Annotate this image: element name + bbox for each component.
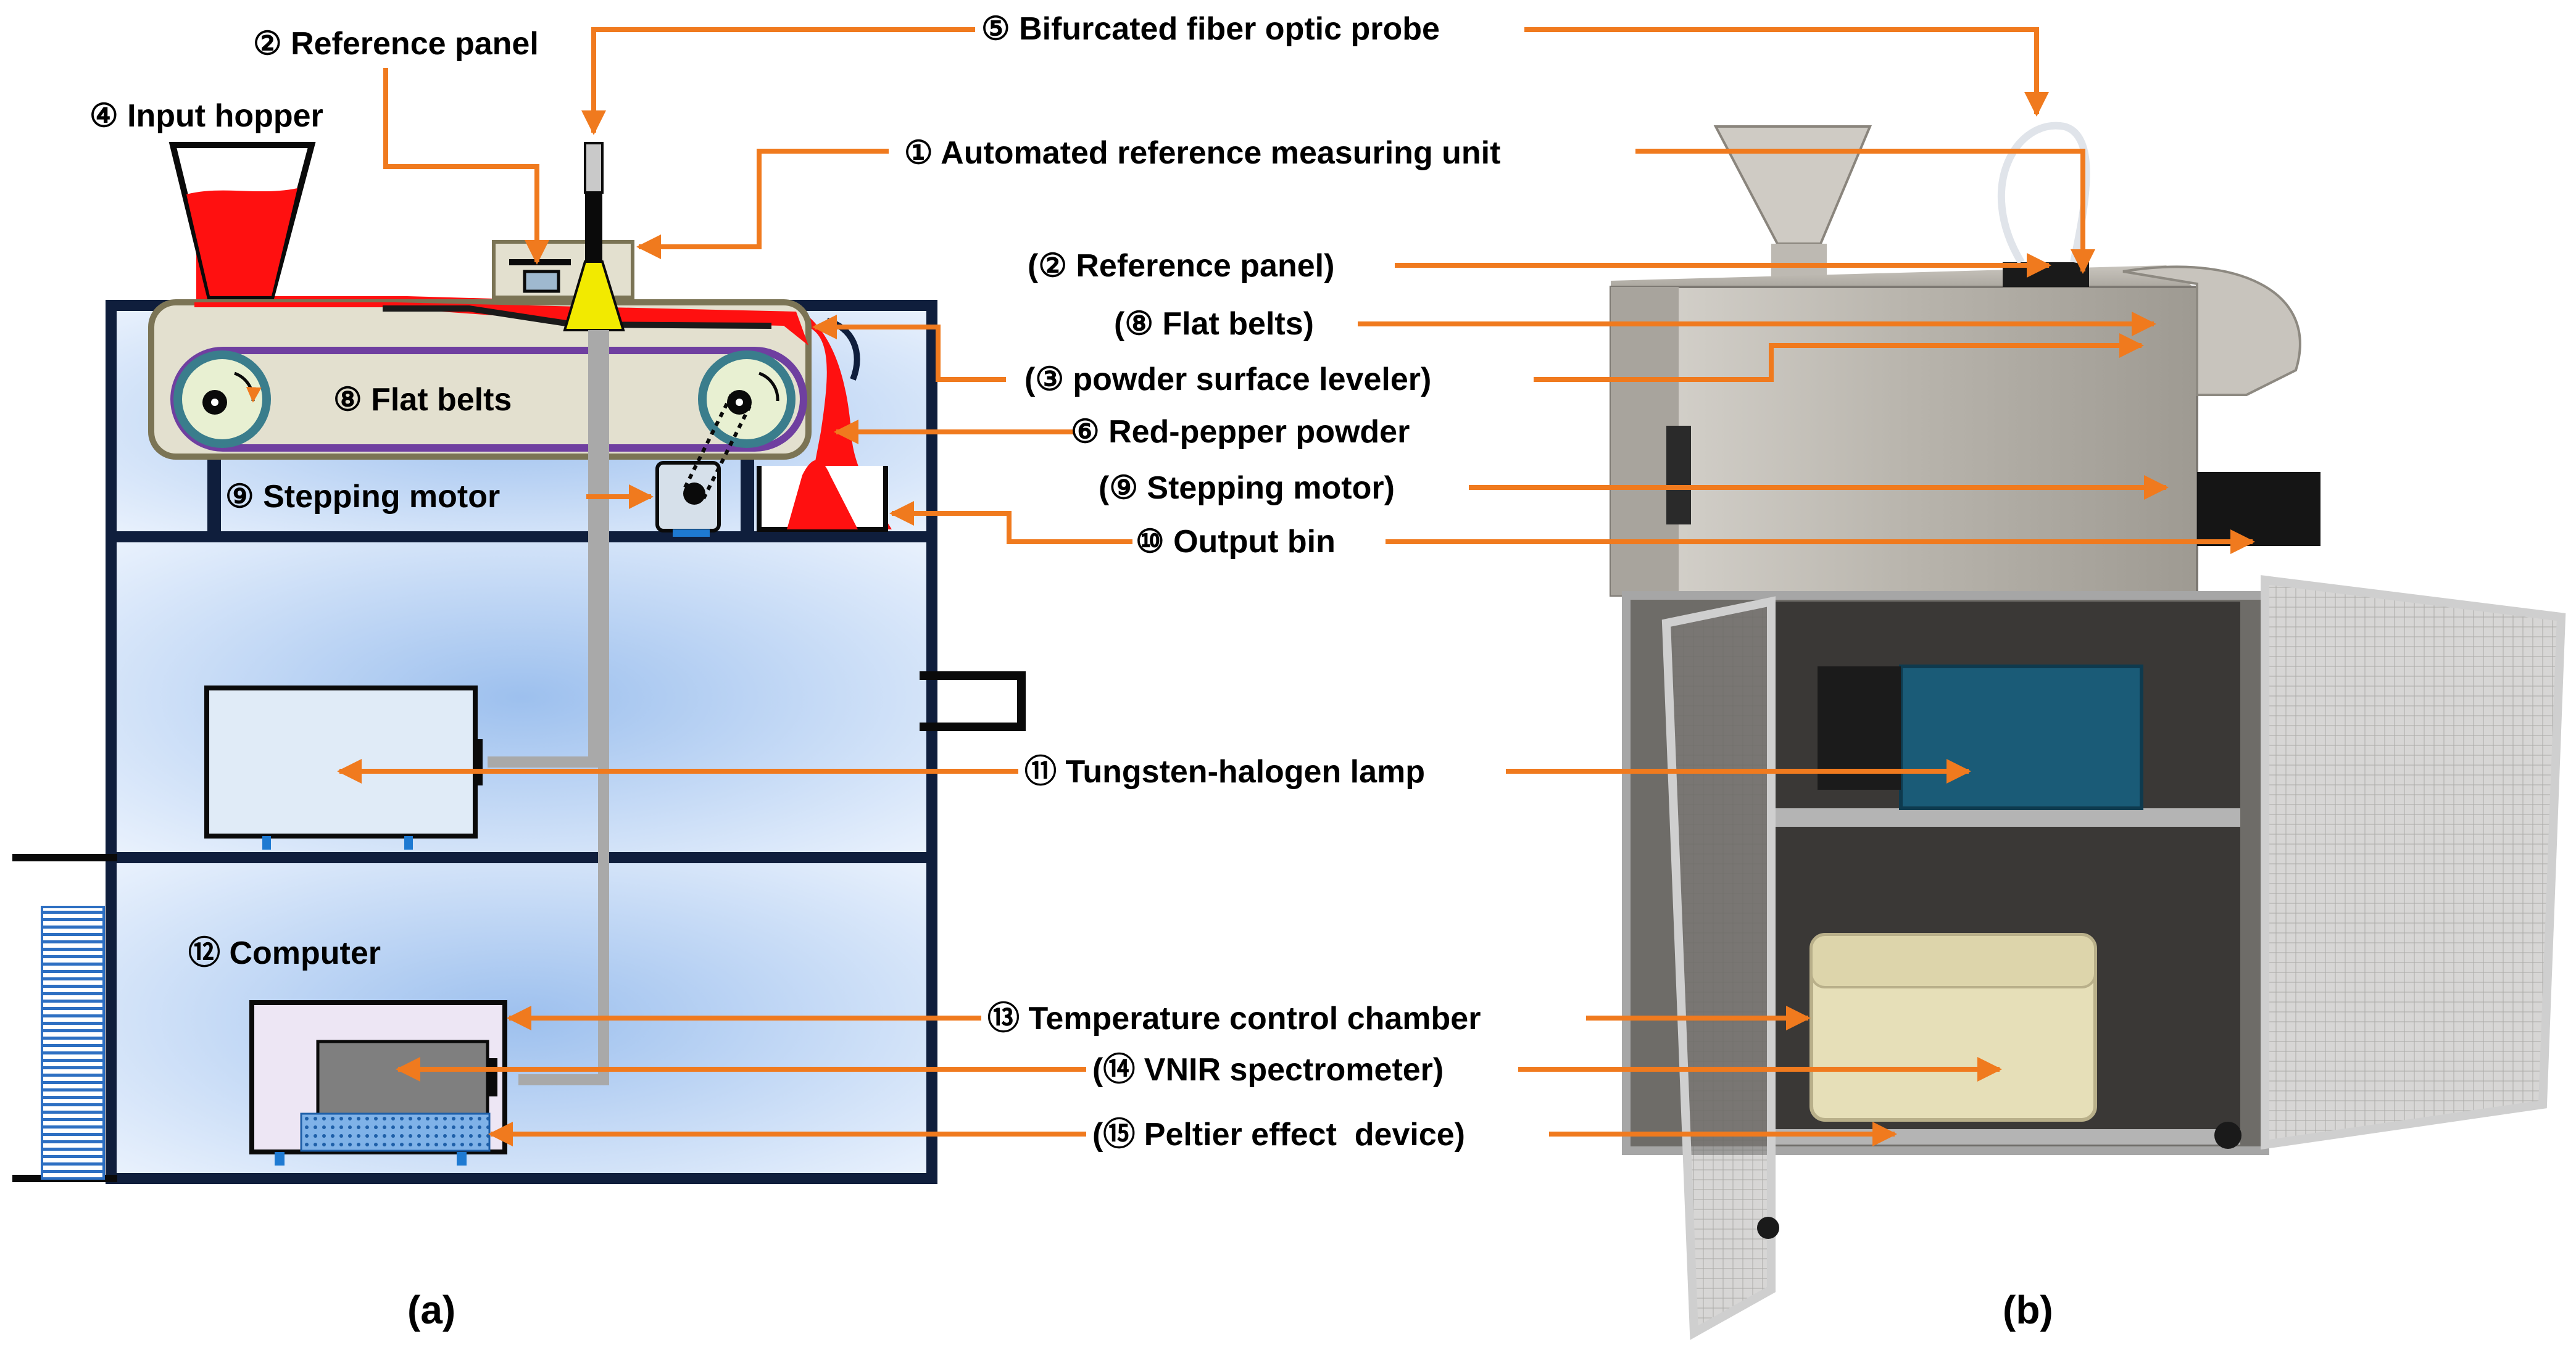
photo-output-bin <box>2197 472 2320 546</box>
stepping-motor-base <box>673 529 710 537</box>
belt-support-post <box>207 438 221 537</box>
caption-panel-a: (a) <box>407 1288 455 1332</box>
photo-housing <box>1610 286 2198 597</box>
belt-frame <box>148 299 812 460</box>
tungsten-lamp-box <box>204 686 478 839</box>
arrow-surface-leveler-b <box>1534 333 2144 382</box>
caption-panel-b: (b) <box>2003 1288 2053 1332</box>
tungsten-lamp-port <box>473 739 483 785</box>
powder-on-belt <box>194 302 808 346</box>
arrow-reference-panel-a <box>383 68 549 265</box>
photo-right-door <box>2261 575 2566 1150</box>
fiber-probe-tube <box>584 142 604 194</box>
photo-left-door <box>1661 596 1776 1340</box>
output-bin-powder <box>787 460 858 529</box>
label-vnir-spectrometer: (⑭ VNIR spectrometer) <box>1092 1052 1444 1088</box>
right-roller-rotation-icon <box>758 371 779 402</box>
photo-caster-left <box>1757 1217 1779 1239</box>
drive-chain <box>683 394 752 500</box>
spectrometer-port <box>488 1058 497 1096</box>
label-surface-leveler-b: (③ powder surface leveler) <box>1024 362 1431 397</box>
hopper-powder <box>186 188 297 296</box>
illumination-cone <box>563 260 625 331</box>
label-reference-panel-b: (② Reference panel) <box>1028 248 1334 284</box>
callout-arrows <box>337 27 2255 1146</box>
fiber-probe-body <box>585 193 602 262</box>
fiber-line <box>488 330 609 1085</box>
photo-bottom-shelf <box>1771 1129 2240 1145</box>
reference-panel-bar <box>509 259 571 265</box>
label-computer: ⑫ Computer <box>188 935 381 971</box>
label-peltier-device: (⑮ Peltier effect device) <box>1092 1117 1465 1153</box>
arrow-bifurcated-probe-a <box>581 27 975 135</box>
arrow-auto-ref-unit-b <box>1635 149 2095 274</box>
label-stepping-motor-b: (⑨ Stepping motor) <box>1099 470 1395 506</box>
arrow-output-bin-a <box>889 501 1132 544</box>
reference-panel-plate <box>523 270 560 293</box>
belt-support-post-2 <box>741 460 754 537</box>
lamp-foot-left <box>262 836 271 850</box>
left-roller-axle <box>211 399 218 406</box>
label-tungsten-lamp: ⑪ Tungsten-halogen lamp <box>1024 754 1425 790</box>
label-auto-ref-unit: ① Automated reference measuring unit <box>904 135 1500 171</box>
lamp-foot-right <box>404 836 413 850</box>
chamber-foot-left <box>275 1152 285 1166</box>
cabinet-handle <box>920 671 1026 731</box>
left-roller-rotation-icon <box>234 371 262 403</box>
schematic-panel-a <box>12 142 1026 1184</box>
callout-labels: ⑤ Bifurcated fiber optic probe ② Referen… <box>89 11 1500 1153</box>
photo-shelf <box>1771 808 2240 827</box>
label-bifurcated-probe: ⑤ Bifurcated fiber optic probe <box>981 11 1440 47</box>
right-roller-axle <box>736 399 743 406</box>
label-stepping-motor-a: ⑨ Stepping motor <box>225 479 500 515</box>
photo-panel-b <box>1610 122 2566 1340</box>
label-temp-chamber: ⑬ Temperature control chamber <box>987 1001 1481 1037</box>
label-flat-belts-b: (⑧ Flat belts) <box>1114 306 1314 342</box>
photo-output-hood <box>2122 265 2301 396</box>
peltier-device-block <box>300 1112 491 1152</box>
label-output-bin: ⑩ Output bin <box>1136 524 1336 560</box>
label-reference-panel-a: ② Reference panel <box>253 26 539 62</box>
photo-side-connector <box>1666 426 1691 524</box>
motor-pulley <box>683 483 705 505</box>
side-heat-sink <box>41 906 105 1180</box>
label-input-hopper: ④ Input hopper <box>89 98 323 134</box>
photo-caster-right <box>2214 1122 2242 1149</box>
photo-lamp-box <box>1899 665 2143 810</box>
arrow-auto-ref-unit-a <box>636 149 889 259</box>
photo-hopper <box>1713 125 1872 245</box>
arrow-surface-leveler-a <box>812 315 1006 382</box>
vnir-spectrometer-box <box>316 1040 489 1120</box>
label-flat-belts-a: ⑧ Flat belts <box>333 382 512 418</box>
arrow-bifurcated-probe-b <box>1524 27 2049 117</box>
photo-fiber-loop <box>1997 122 2090 265</box>
panel-captions: (a) (b) <box>407 1288 2053 1332</box>
chamber-foot-right <box>457 1152 467 1166</box>
photo-temp-chamber-lid <box>1810 934 2096 988</box>
surface-leveler-blade <box>383 305 772 329</box>
label-red-pepper: ⑥ Red-pepper powder <box>1071 414 1410 450</box>
